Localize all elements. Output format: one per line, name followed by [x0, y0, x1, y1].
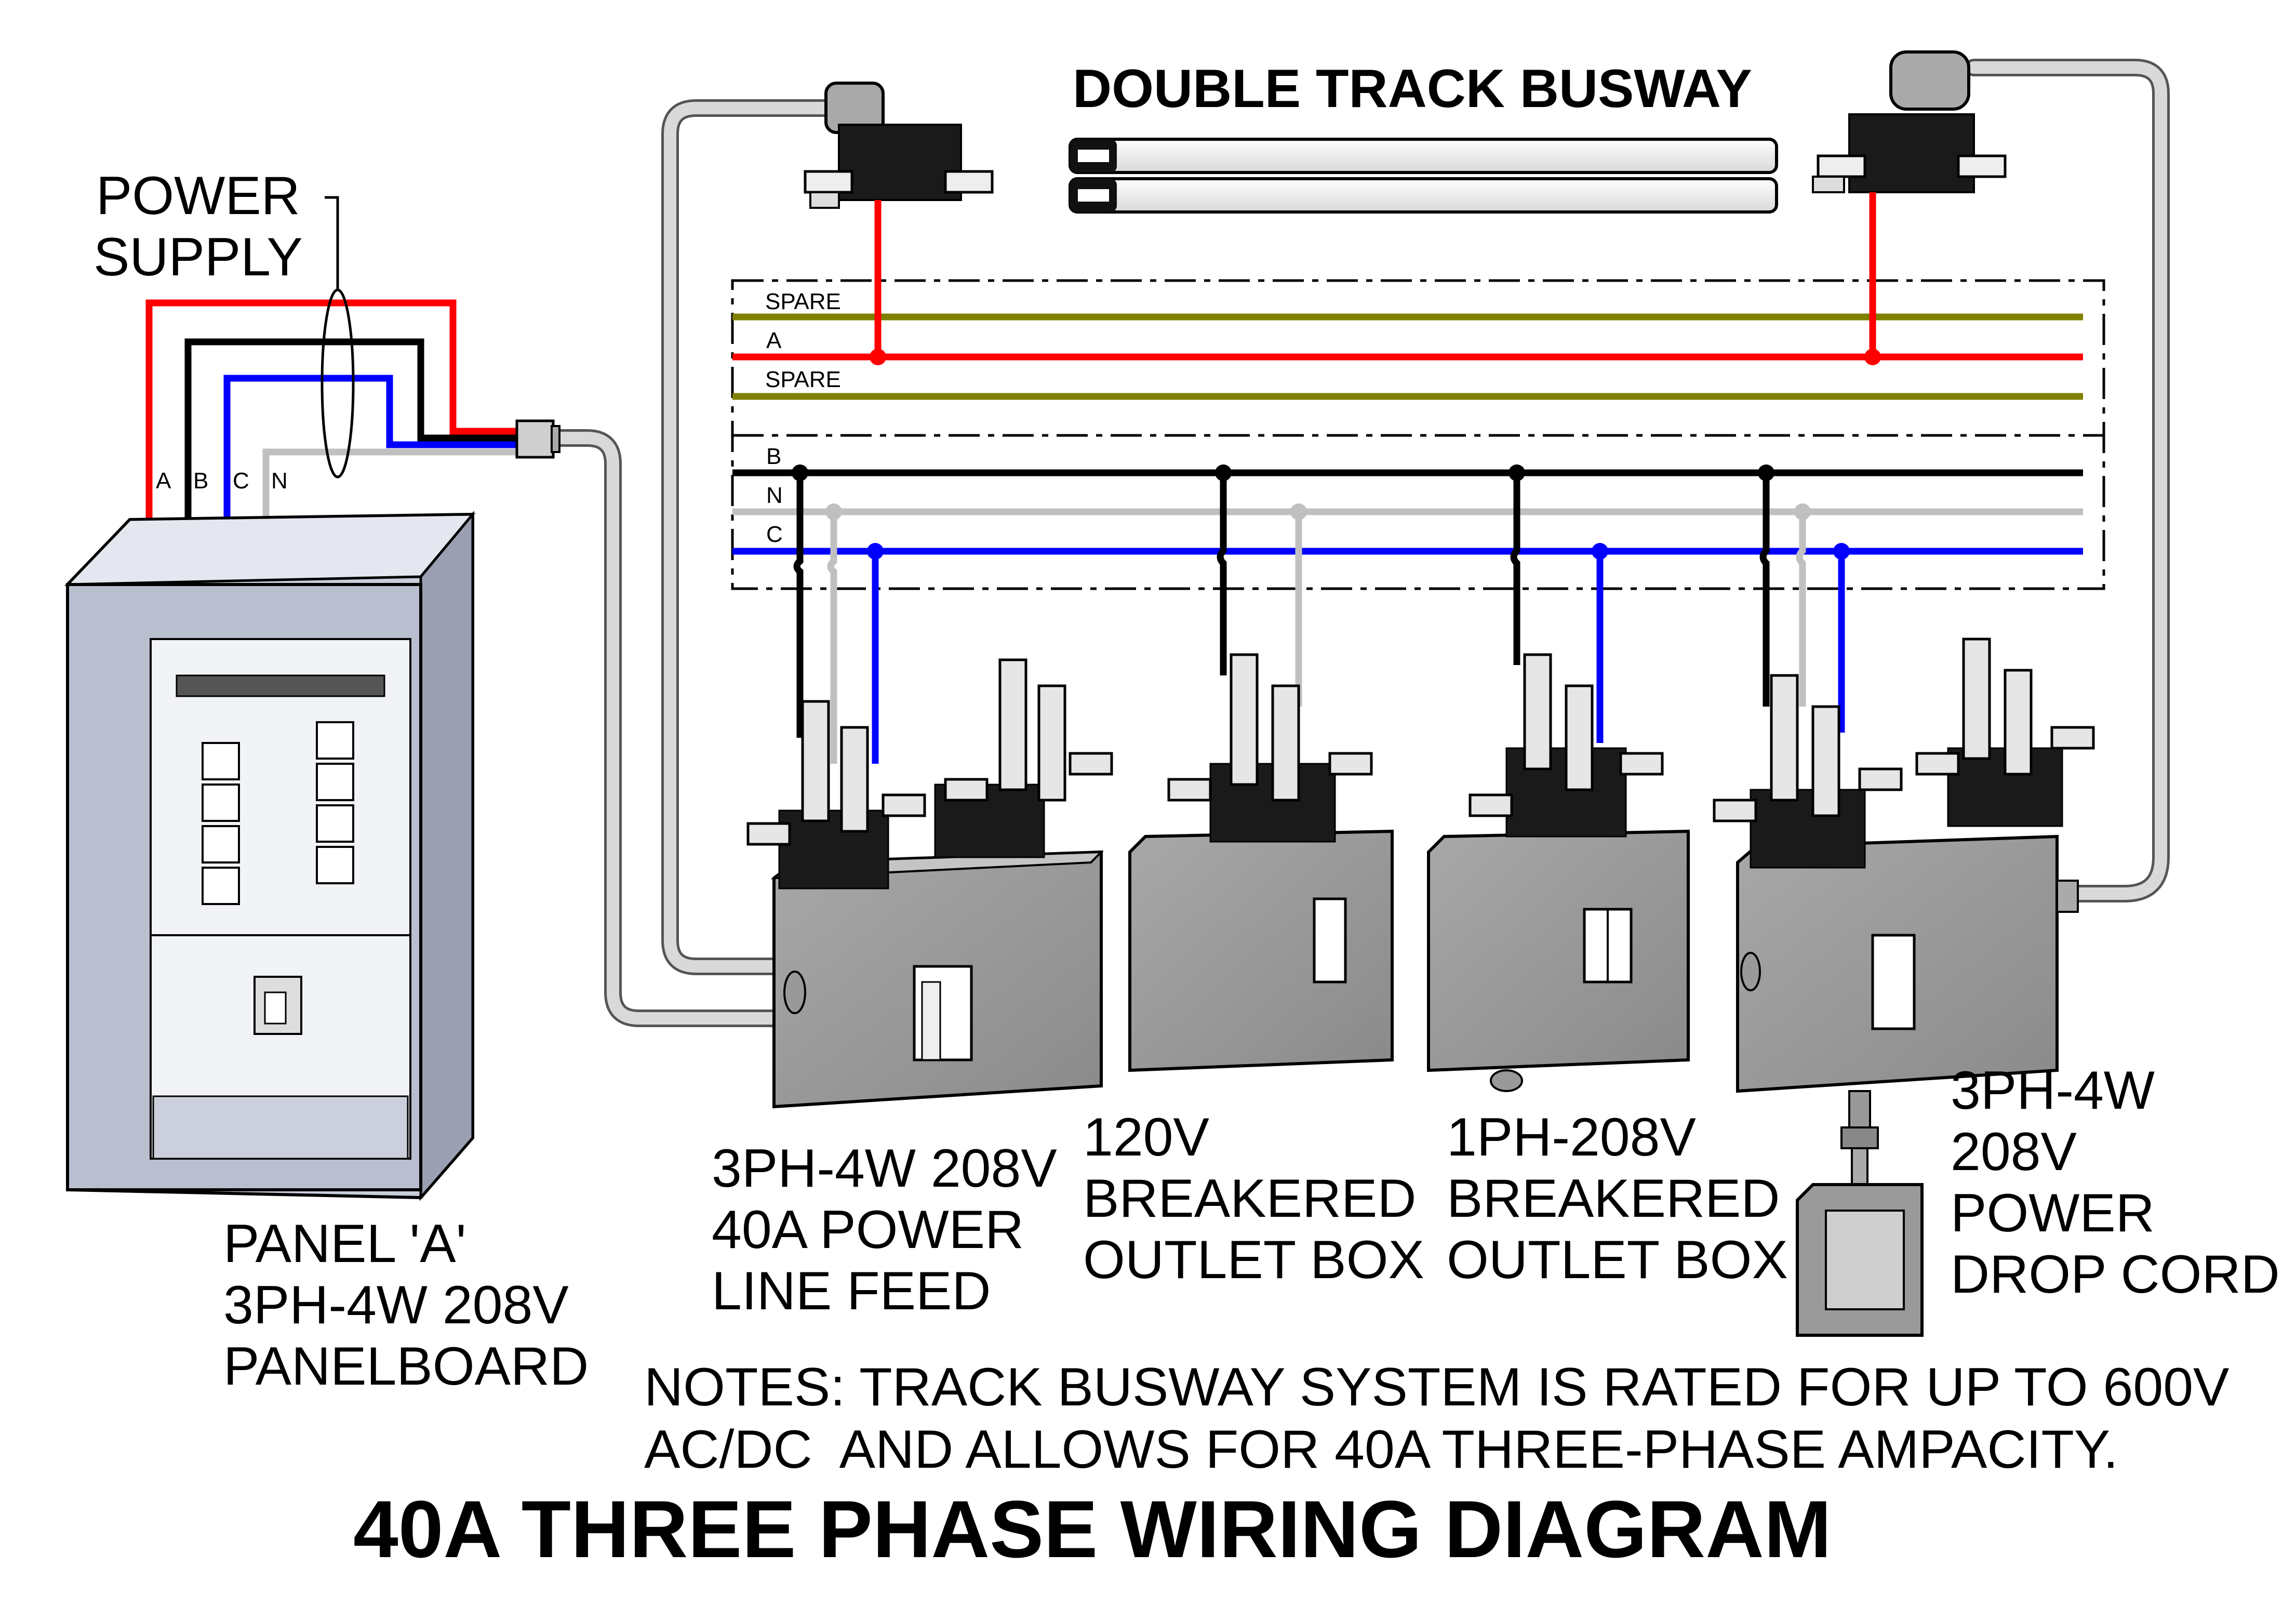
conductor-label-n: N — [271, 468, 288, 494]
track-label-n: N — [766, 483, 783, 508]
junction-dot — [1864, 349, 1881, 365]
track-label-b: B — [766, 444, 781, 469]
right-feed-conduit — [1965, 59, 2170, 902]
conductor-label-b: B — [193, 468, 208, 494]
panel-conduit-connector — [515, 419, 560, 459]
drop-cord-receptacle — [1796, 1183, 1924, 1337]
tap-junctions — [792, 464, 1850, 560]
tap-drops — [793, 473, 1845, 764]
outlet-box-1ph-208v — [1427, 653, 1690, 1092]
panelboard — [64, 511, 476, 1201]
component-label-120v-outlet: 120V BREAKERED OUTLET BOX — [1083, 1107, 1424, 1290]
conductor-label-c: C — [233, 468, 249, 494]
busway-title: DOUBLE TRACK BUSWAY — [1073, 59, 1752, 119]
diagram-title: 40A THREE PHASE WIRING DIAGRAM — [353, 1484, 1832, 1575]
track-label-a: A — [766, 328, 782, 353]
panel-to-linefeed-conduit — [542, 429, 783, 1027]
panel-breakers-left — [202, 742, 240, 905]
line-feed-box — [746, 658, 1113, 1109]
outlet-box-120v — [1128, 653, 1394, 1072]
feed-risers — [870, 192, 1881, 365]
panel-conductor-labels: A B C N — [156, 468, 288, 494]
panel-breakers-right — [316, 721, 354, 884]
track-label-spare-1: SPARE — [765, 289, 841, 314]
busway-track-graphic — [1069, 138, 1778, 214]
track-label-spare-2: SPARE — [765, 367, 841, 392]
power-supply-label: POWER SUPPLY — [94, 166, 303, 287]
component-label-line-feed: 3PH-4W 208V 40A POWER LINE FEED — [712, 1138, 1057, 1321]
track-labels: SPARE A SPARE B N C — [765, 289, 841, 547]
notes: NOTES: TRACK BUSWAY SYSTEM IS RATED FOR … — [644, 1357, 2230, 1480]
panel-label: PANEL 'A' 3PH-4W 208V PANELBOARD — [223, 1214, 589, 1397]
conductor-label-a: A — [156, 468, 171, 494]
component-label-drop-cord: 3PH-4W 208V POWER DROP CORD — [1951, 1060, 2280, 1305]
component-label-1ph-208v-outlet: 1PH-208V BREAKERED OUTLET BOX — [1447, 1107, 1788, 1290]
busway-schematic — [731, 279, 2105, 590]
drop-cord-box — [1713, 638, 2095, 1337]
power-supply-leader — [325, 196, 339, 291]
track-label-c: C — [766, 522, 783, 547]
left-feed-conduit — [661, 99, 861, 975]
left-feed-connector — [804, 82, 994, 209]
junction-dot — [870, 349, 886, 365]
right-feed-connector — [1812, 50, 2007, 193]
